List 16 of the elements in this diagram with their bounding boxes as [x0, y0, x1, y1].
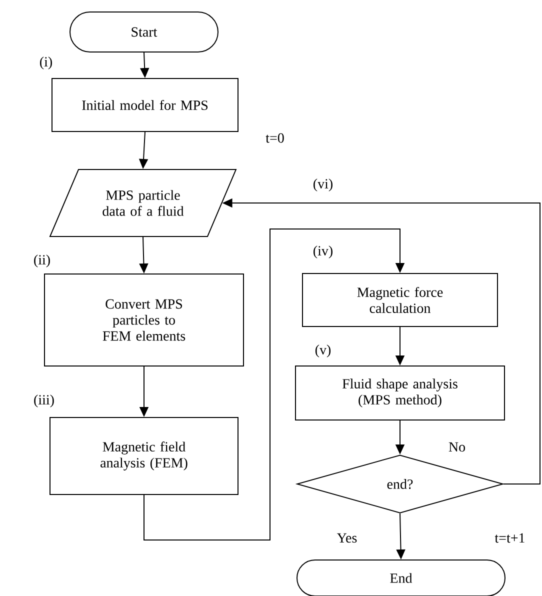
edge-label: No [447, 441, 467, 453]
process-box: Convert MPS particles to FEM elements [44, 274, 244, 366]
note-label: t=0 [264, 132, 286, 144]
step-label: (iv) [314, 246, 332, 258]
arrow [144, 228, 405, 540]
process-box: Magnetic field analysis (FEM) [50, 417, 238, 495]
step-label: (ii) [34, 254, 50, 268]
edge-label: Yes [336, 532, 358, 544]
step-label: (iii) [34, 394, 54, 408]
step-label: (v) [315, 344, 331, 358]
process-box: Fluid shape analysis (MPS method) [295, 366, 505, 420]
note-label: t=t+1 [494, 532, 526, 544]
step-label: (i) [40, 56, 52, 70]
note-label: (vi) [312, 178, 334, 192]
process-box: Magnetic force calculation [302, 273, 498, 327]
process-box: Initial model for MPS [52, 78, 238, 132]
